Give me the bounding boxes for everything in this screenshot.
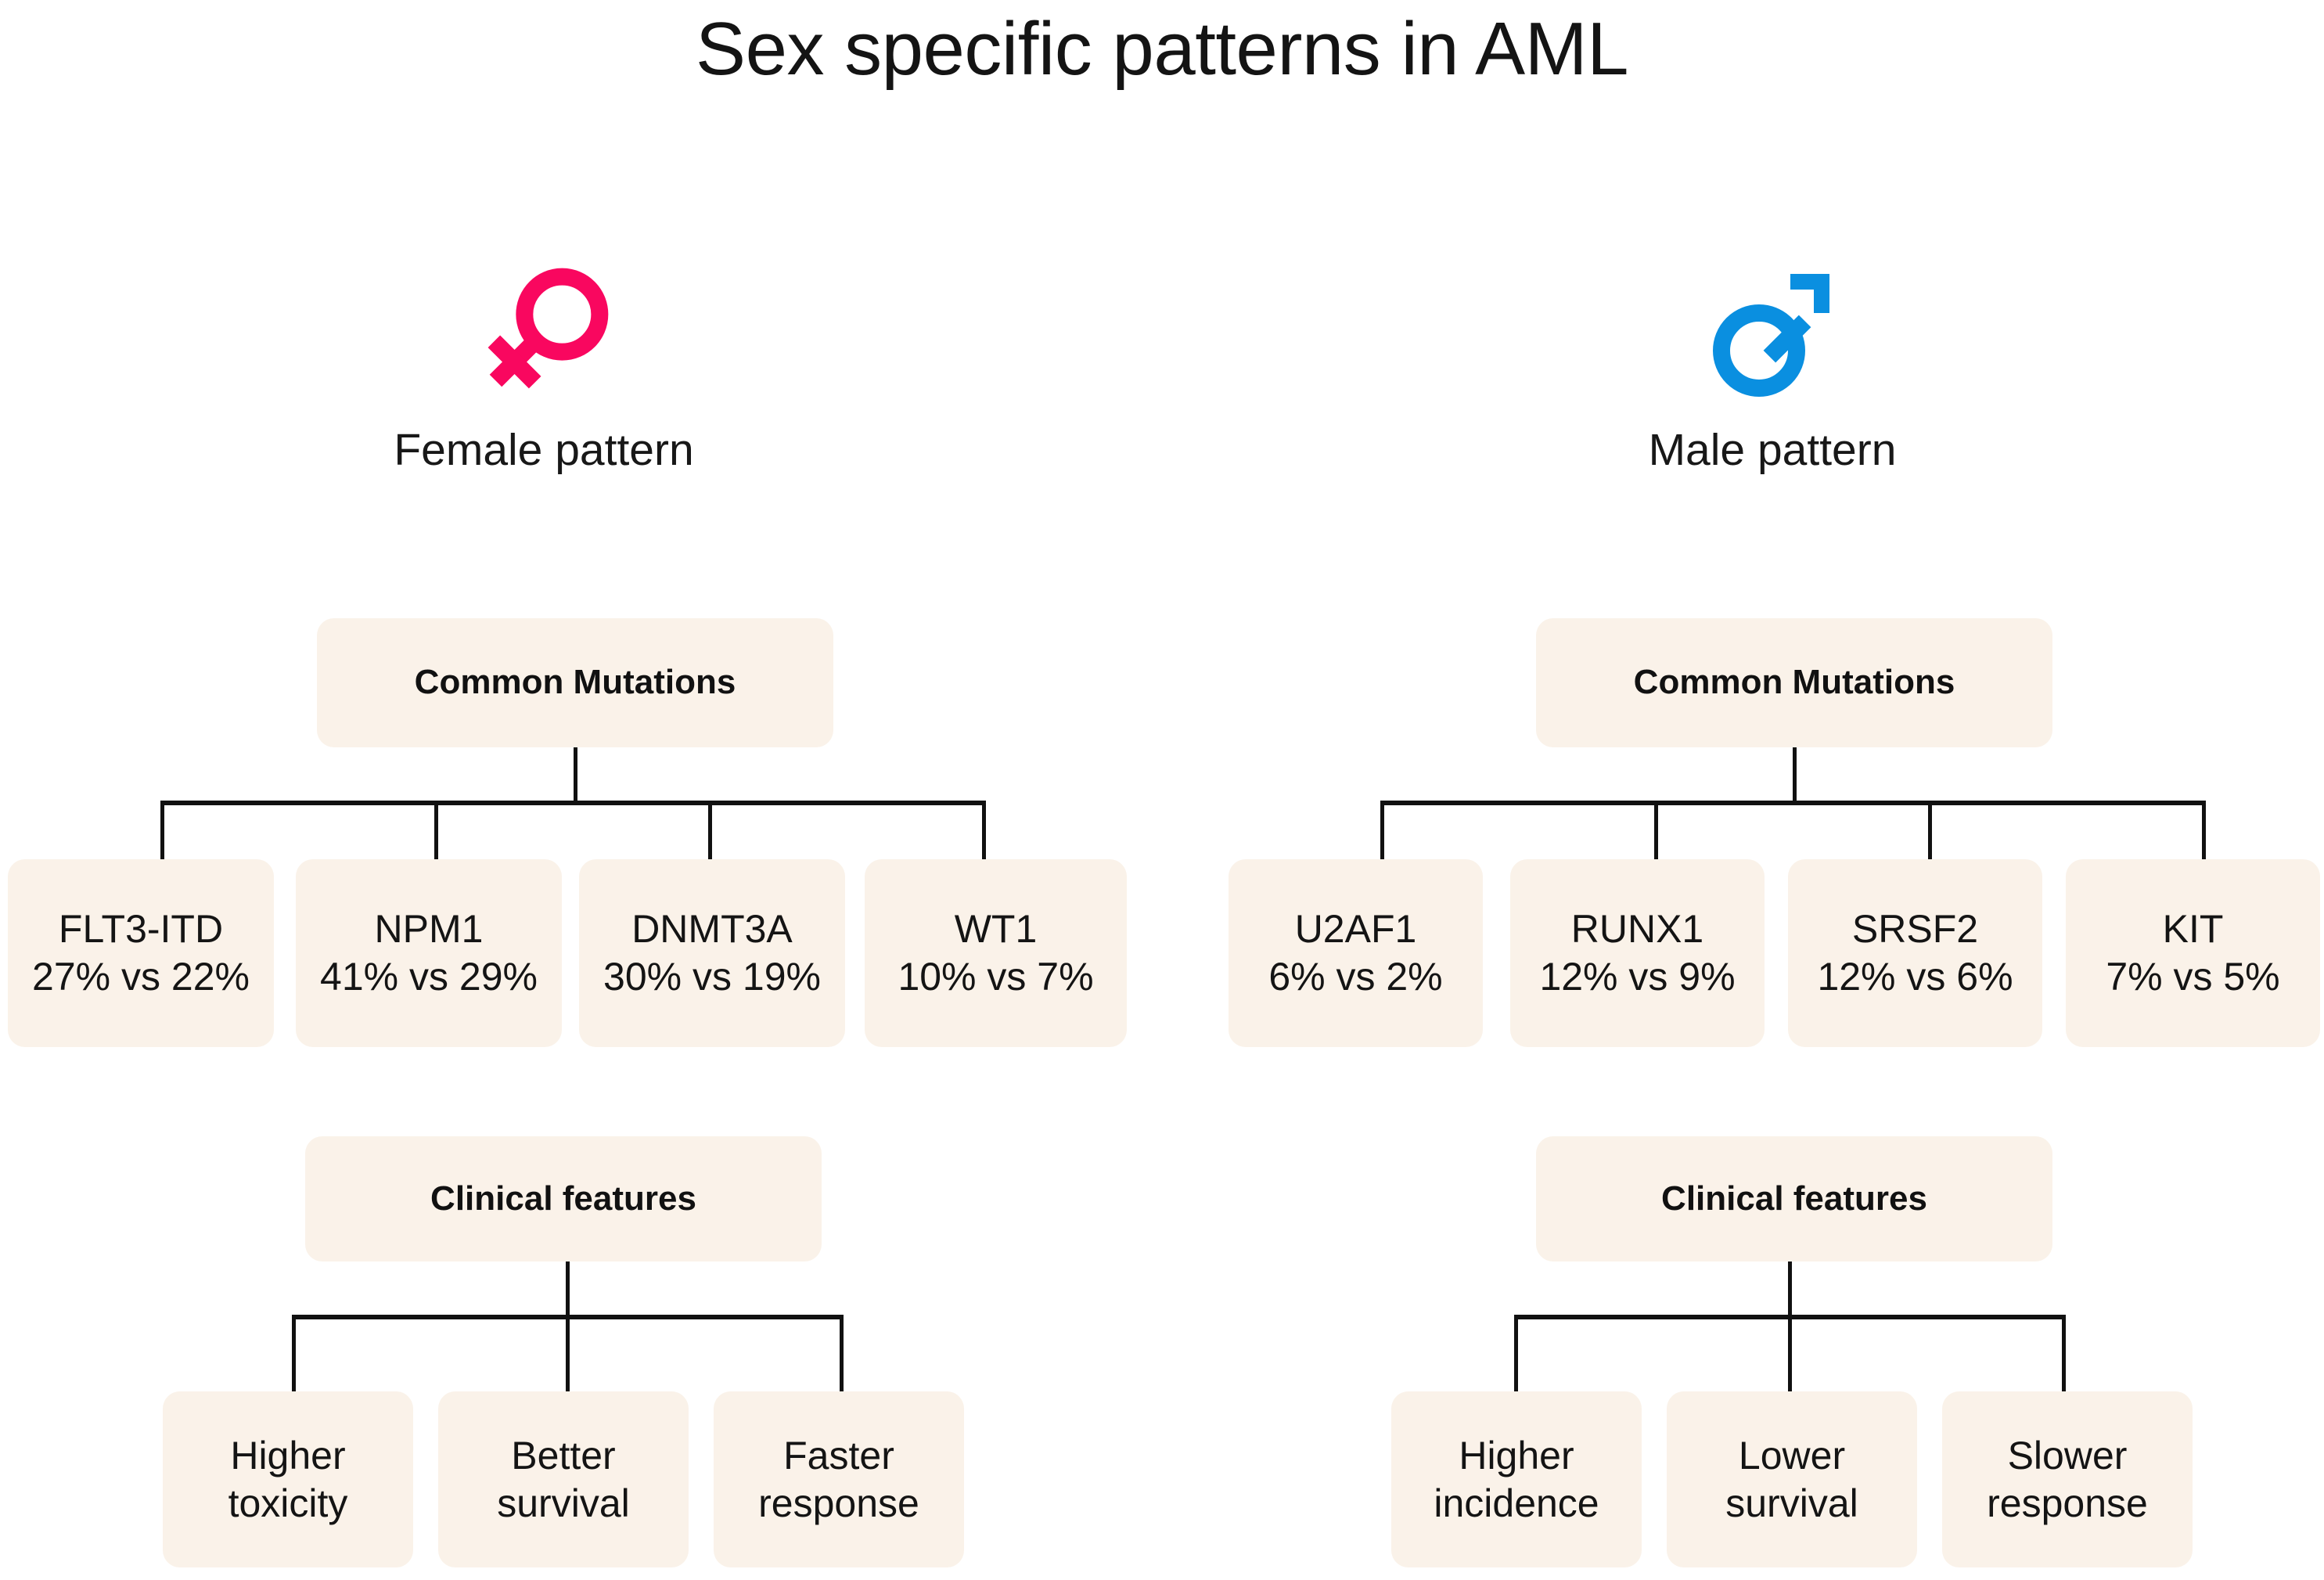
gene-name: U2AF1 (1294, 907, 1417, 951)
female-mutations-stem (574, 747, 577, 804)
male-clinical-drop-1 (1514, 1315, 1518, 1393)
clinical-line-1: Lower (1738, 1433, 1846, 1477)
male-mutations-bus (1380, 801, 2206, 805)
clinical-line-2: response (758, 1481, 919, 1525)
male-clinical-card: Higher incidence (1391, 1391, 1642, 1567)
venus-icon (487, 268, 609, 389)
gene-name: SRSF2 (1851, 907, 1979, 951)
clinical-line-1: Higher (230, 1433, 346, 1477)
female-clinical-drop-3 (840, 1315, 844, 1393)
male-mutation-drop-1 (1380, 801, 1384, 862)
clinical-line-1: Faster (783, 1433, 894, 1477)
female-panel-heading: Female pattern (368, 258, 720, 475)
female-mutation-card: NPM1 41% vs 29% (296, 859, 562, 1047)
male-clinical-card: Slower response (1942, 1391, 2193, 1567)
clinical-line-2: incidence (1434, 1481, 1599, 1525)
clinical-line-1: Slower (2007, 1433, 2128, 1477)
female-mutation-card: FLT3-ITD 27% vs 22% (8, 859, 274, 1047)
gene-comparison: 27% vs 22% (32, 955, 250, 999)
mars-icon (1713, 274, 1829, 397)
male-mutations-stem (1793, 747, 1797, 804)
female-clinical-card: Higher toxicity (163, 1391, 413, 1567)
female-pattern-label: Female pattern (394, 425, 694, 475)
gene-comparison: 6% vs 2% (1268, 955, 1443, 999)
female-mutations-bus (160, 801, 986, 805)
male-clinical-header: Clinical features (1661, 1179, 1927, 1218)
male-pattern-label: Male pattern (1648, 425, 1897, 475)
female-mutation-card: DNMT3A 30% vs 19% (579, 859, 845, 1047)
male-clinical-drop-3 (2062, 1315, 2066, 1393)
male-mutation-drop-3 (1928, 801, 1932, 862)
gene-name: KIT (2162, 907, 2224, 951)
gene-comparison: 7% vs 5% (2106, 955, 2280, 999)
female-mutation-drop-1 (160, 801, 164, 862)
male-clinical-stem (1788, 1261, 1792, 1318)
male-mutation-card: U2AF1 6% vs 2% (1229, 859, 1483, 1047)
clinical-line-1: Better (511, 1433, 616, 1477)
gene-name: DNMT3A (631, 907, 793, 951)
male-mutation-card: SRSF2 12% vs 6% (1788, 859, 2042, 1047)
female-mutation-card: WT1 10% vs 7% (865, 859, 1127, 1047)
gene-comparison: 12% vs 9% (1539, 955, 1736, 999)
male-common-mutations-node: Common Mutations (1536, 618, 2052, 747)
male-panel-heading: Male pattern (1596, 258, 1948, 475)
clinical-line-2: toxicity (228, 1481, 348, 1525)
female-mutation-drop-3 (708, 801, 712, 862)
female-mutations-header: Common Mutations (414, 663, 736, 702)
female-mutation-drop-2 (434, 801, 438, 862)
female-clinical-card: Faster response (714, 1391, 964, 1567)
female-common-mutations-node: Common Mutations (317, 618, 833, 747)
clinical-line-2: survival (1725, 1481, 1858, 1525)
male-clinical-features-node: Clinical features (1536, 1136, 2052, 1261)
male-mutation-drop-4 (2202, 801, 2206, 862)
gene-comparison: 30% vs 19% (603, 955, 821, 999)
female-clinical-header: Clinical features (430, 1179, 696, 1218)
page-title: Sex specific patterns in AML (696, 7, 1628, 91)
gene-name: NPM1 (374, 907, 484, 951)
female-mutation-drop-4 (982, 801, 986, 862)
clinical-line-2: survival (497, 1481, 630, 1525)
clinical-line-2: response (1987, 1481, 2148, 1525)
male-mutation-card: RUNX1 12% vs 9% (1510, 859, 1765, 1047)
male-clinical-card: Lower survival (1667, 1391, 1917, 1567)
gene-name: FLT3-ITD (58, 907, 224, 951)
gene-name: RUNX1 (1570, 907, 1704, 951)
clinical-line-1: Higher (1459, 1433, 1574, 1477)
female-clinical-stem (566, 1261, 570, 1318)
gene-comparison: 10% vs 7% (898, 955, 1094, 999)
gene-name: WT1 (954, 907, 1038, 951)
male-mutation-card: KIT 7% vs 5% (2066, 859, 2320, 1047)
gene-comparison: 41% vs 29% (320, 955, 538, 999)
female-clinical-drop-1 (292, 1315, 296, 1393)
female-clinical-features-node: Clinical features (305, 1136, 822, 1261)
male-mutation-drop-2 (1654, 801, 1658, 862)
female-clinical-card: Better survival (438, 1391, 689, 1567)
male-clinical-drop-2 (1788, 1315, 1792, 1393)
gene-comparison: 12% vs 6% (1817, 955, 2013, 999)
female-clinical-drop-2 (566, 1315, 570, 1393)
male-mutations-header: Common Mutations (1633, 663, 1955, 702)
